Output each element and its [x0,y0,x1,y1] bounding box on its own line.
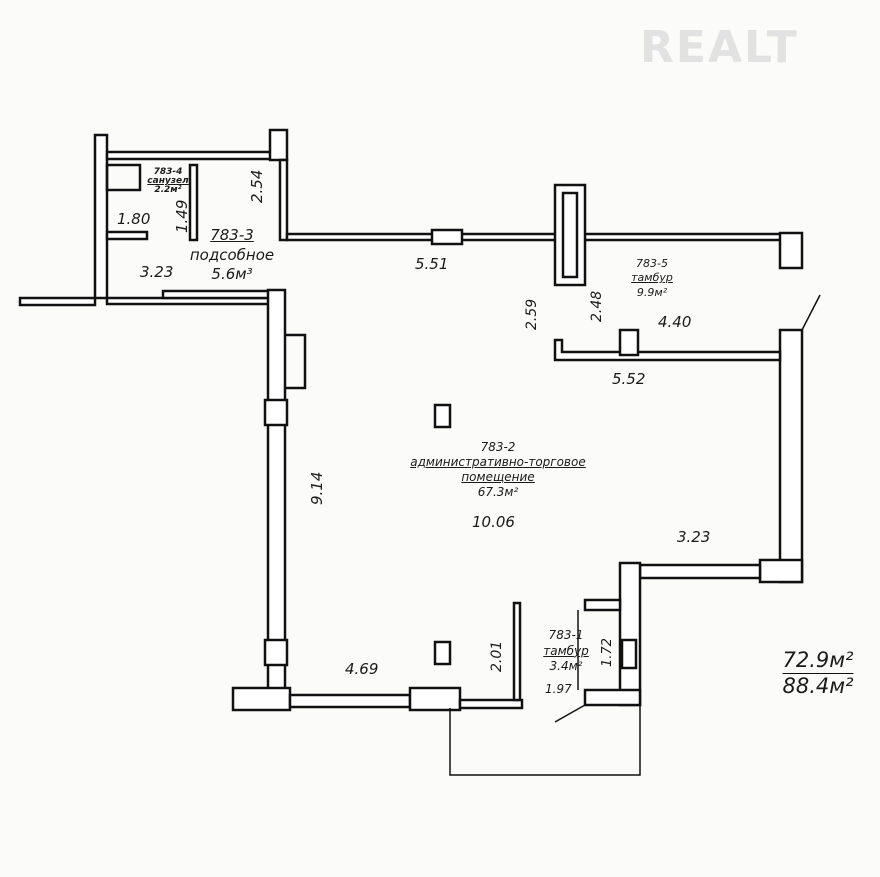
column-a [433,403,452,429]
niche [620,638,638,670]
pillar-right-bottom [758,558,804,584]
dim-9-14: 9.14 [308,471,326,505]
vent-inner [561,191,579,279]
wall-783-1 [618,561,642,707]
pillar-right-top [778,231,804,270]
wall-under-3b [161,289,275,300]
wall-right [778,328,804,584]
realt-watermark: REALT [640,22,799,73]
dim-3-23-top: 3.23 [140,263,174,281]
dim-5-52: 5.52 [612,370,646,388]
pillar-bottom-left [231,686,292,712]
pillar-bottom-mid [408,686,462,712]
wall-wc-right [188,163,199,242]
dim-4-40: 4.40 [658,313,692,331]
wall-vert-3 [278,158,289,242]
area-total: 88.4м² [782,674,854,699]
wall-top [105,150,279,161]
dim-2-01: 2.01 [489,640,505,672]
dim-2-54: 2.54 [248,169,266,203]
total-area: 72.9м² 88.4м² [782,648,854,699]
wall-left-window [266,288,287,692]
window-right [638,563,762,580]
window-top [430,228,464,246]
dim-5-51: 5.51 [415,255,449,273]
wall-180 [105,230,149,241]
window-left-b [263,638,289,667]
porch [449,705,641,776]
door-swing-b [554,704,586,723]
dim-2-48: 2.48 [589,290,605,322]
wall-wc [105,163,142,192]
wall-201 [512,601,522,702]
pillar-top [268,128,289,162]
window-bottom [288,693,412,709]
wall-left-outer [18,133,109,307]
dim-4-69: 4.69 [345,660,379,678]
window-left-a [263,398,289,427]
door-swing-a [801,294,821,331]
window-bottom-b [458,698,524,710]
area-main: 72.9м² [782,648,854,675]
dim-1-80: 1.80 [117,210,151,228]
dim-10-06: 10.06 [472,513,515,531]
column-b [433,640,452,666]
wall-long [285,232,784,242]
wall-783-1-stub [583,598,622,612]
dim-1-97: 1.97 [545,682,572,696]
room-783-2: 783-2 административно-торговое помещение… [410,440,586,499]
dim-2-59: 2.59 [524,298,540,330]
dim-1-72: 1.72 [600,638,615,667]
wall-783-1-bottom [583,688,642,707]
wall-783-5 [553,338,782,362]
bay-window [285,333,307,390]
dim-1-49: 1.49 [173,199,191,233]
dim-3-23-right: 3.23 [677,528,711,546]
box-783-5 [618,328,640,357]
